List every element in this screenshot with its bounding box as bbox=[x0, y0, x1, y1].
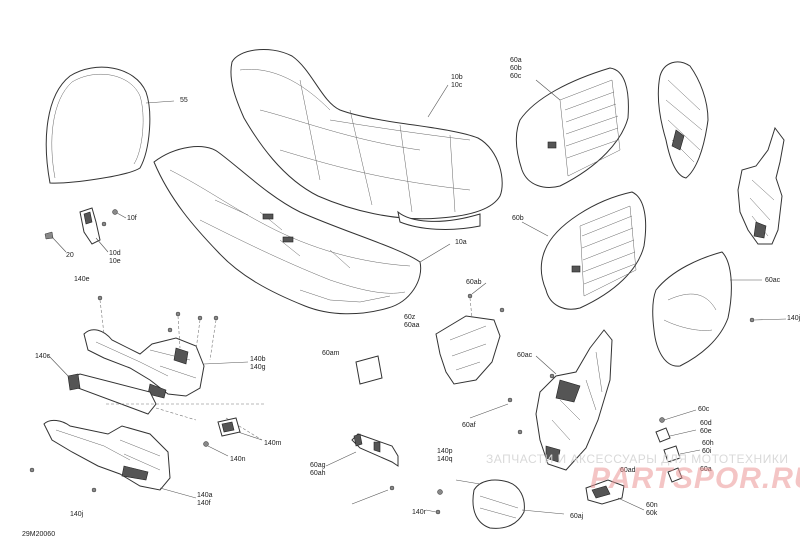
part-label-60a: 60a 60b 60c bbox=[510, 57, 522, 80]
part-label-140r: 140r bbox=[412, 509, 427, 516]
part-label-140p: 140p 140q bbox=[437, 448, 453, 463]
right-frame-part bbox=[657, 61, 709, 179]
part-label-60h: 60h 60i bbox=[702, 440, 714, 455]
part-label-140e: 140e bbox=[74, 276, 90, 283]
part-label-10a: 10a bbox=[455, 239, 467, 246]
part-label-60am: 60am bbox=[322, 350, 340, 357]
small-fasteners-part bbox=[655, 409, 701, 483]
part-label-60af: 60af bbox=[462, 422, 476, 429]
part-label-60ad: 60ad bbox=[620, 467, 636, 474]
label-sticker-part bbox=[355, 355, 383, 385]
part-label-60g: 60a bbox=[700, 466, 712, 473]
lower-side-panel-part bbox=[521, 191, 647, 310]
part-label-60ac-mid: 60ac bbox=[517, 352, 533, 359]
seat-part bbox=[230, 49, 503, 230]
upper-side-panel-part bbox=[515, 67, 629, 188]
seal-ring-part bbox=[45, 66, 175, 184]
part-label-140n: 140n bbox=[230, 456, 246, 463]
watermark-text: ЗАПЧАСТИ И АКСЕССУАРЫ ДЛЯ МОТОТЕХНИКИ bbox=[486, 452, 789, 466]
part-label-60ac-top: 60ac bbox=[765, 277, 781, 284]
diagram-id: 29M20060 bbox=[22, 531, 56, 538]
part-label-20: 20 bbox=[66, 252, 74, 259]
part-label-140c: 140c bbox=[35, 353, 51, 360]
part-label-60n: 60n 60k bbox=[646, 502, 658, 517]
part-label-140m: 140m bbox=[264, 440, 282, 447]
lower-right-cover-part bbox=[425, 479, 565, 529]
storage-tray-part bbox=[153, 146, 451, 315]
left-upper-bracket-part bbox=[83, 295, 249, 399]
part-label-140j-right: 140j bbox=[787, 315, 800, 322]
left-lower-cover-part bbox=[29, 419, 197, 499]
part-label-60aj: 60aj bbox=[570, 513, 584, 520]
part-label-140j: 140j bbox=[70, 511, 84, 518]
part-label-140b: 140b 140g bbox=[250, 356, 266, 371]
part-label-10d: 10d 10e bbox=[109, 250, 121, 265]
clip-part bbox=[203, 417, 263, 457]
part-label-55: 55 bbox=[180, 97, 188, 104]
center-pillar-part bbox=[469, 329, 613, 471]
small-bracket-part bbox=[44, 207, 127, 253]
part-label-10f: 10f bbox=[127, 215, 137, 222]
part-label-60d: 60d 60e bbox=[700, 420, 712, 435]
part-label-60c: 60c bbox=[698, 406, 710, 413]
right-bracket-part bbox=[737, 126, 785, 245]
small-right-cover-part bbox=[585, 479, 645, 511]
center-bracket-part bbox=[435, 282, 523, 435]
part-label-60ag: 60ag 60ah bbox=[310, 462, 326, 477]
rail-bracket-part bbox=[325, 433, 399, 505]
part-label-60b: 60b bbox=[512, 215, 524, 222]
part-label-10b: 10b 10c bbox=[451, 74, 463, 89]
part-label-140a: 140a 140f bbox=[197, 492, 213, 507]
watermark-logo: PARTSPOR.RU bbox=[590, 462, 800, 495]
right-cover-part bbox=[652, 251, 787, 367]
part-label-60z: 60z 60aa bbox=[404, 314, 420, 329]
part-label-60ab: 60ab bbox=[466, 279, 482, 286]
